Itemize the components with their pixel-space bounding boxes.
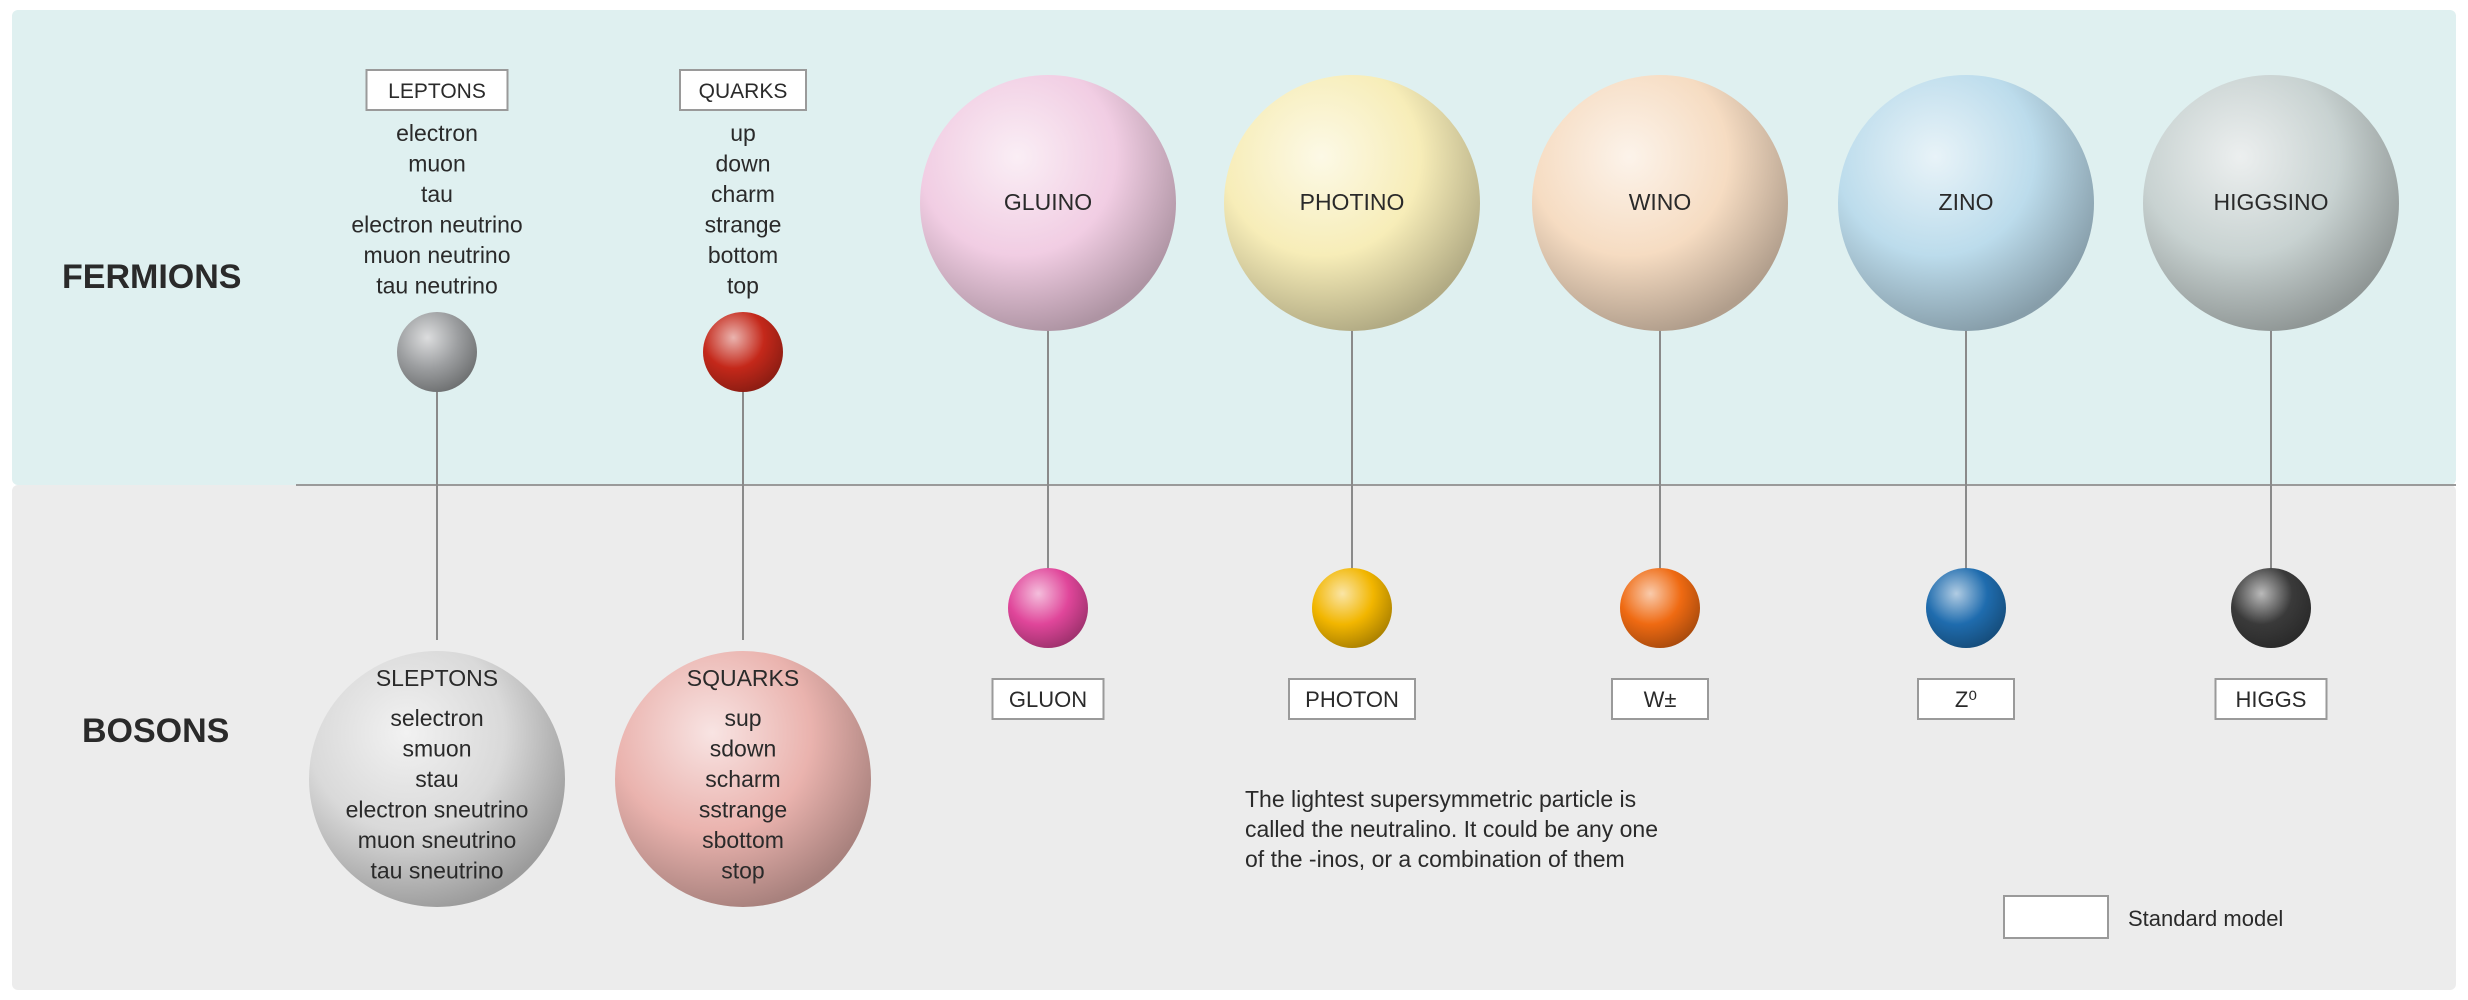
sleptons-members-item: selectron <box>390 705 483 731</box>
leptons-members-item: muon neutrino <box>363 242 510 268</box>
higgsino-sphere <box>2143 75 2399 331</box>
sleptons-title: SLEPTONS <box>376 665 498 691</box>
photino-boson-box <box>1288 678 1416 720</box>
bosons-row-label: BOSONS <box>82 712 229 750</box>
wino-sphere <box>1532 75 1788 331</box>
gluino-boson-label: GLUON <box>1009 687 1087 712</box>
squarks-members-item: sup <box>724 705 761 731</box>
zino-sphere <box>1838 75 2094 331</box>
higgs-sphere <box>2231 568 2311 648</box>
particle-pairs: LEPTONS electron muon tau electron neutrino m… <box>309 69 2399 907</box>
note-line-2: called the neutralino. It could be any o… <box>1245 816 1658 842</box>
squarks-members-item: stop <box>721 858 764 884</box>
gluino-sphere <box>920 75 1176 331</box>
photino-sphere <box>1224 75 1480 331</box>
sleptons-members-item: tau sneutrino <box>371 858 504 884</box>
squarks-members-item: sdown <box>710 736 776 762</box>
squarks-members-item: sbottom <box>702 827 784 853</box>
fermions-row-label: FERMIONS <box>62 258 241 296</box>
leptons-members-item: tau neutrino <box>376 273 497 299</box>
sleptons-members: selectron smuon stau electron sneutrino muon… <box>346 705 529 884</box>
sleptons-sphere <box>309 651 565 907</box>
leptons-title-label: LEPTONS <box>388 80 486 103</box>
gluon-sphere <box>1008 568 1088 648</box>
quarks-members-item: up <box>730 120 756 146</box>
note-line-1: The lightest supersymmetric particle is <box>1245 786 1636 812</box>
legend-standard-model-swatch <box>2003 895 2109 939</box>
quarks-members-item: top <box>727 273 759 299</box>
higgsino-boson-label: HIGGS <box>2236 687 2307 712</box>
legend: Standard model <box>2003 895 2283 939</box>
quarks-sphere <box>703 312 783 392</box>
wino-boson-box <box>1611 678 1709 720</box>
higgsino-boson-box <box>2214 678 2328 720</box>
leptons-members-item: electron <box>396 120 478 146</box>
quarks-members-item: strange <box>705 212 782 238</box>
leptons-members: electron muon tau electron neutrino muon neu… <box>351 120 522 299</box>
squarks-members: sup sdown scharm sstrange sbottom stop <box>699 705 787 884</box>
quarks-members-item: charm <box>711 181 775 207</box>
quarks-members: up down charm strange bottom top <box>705 120 782 299</box>
sleptons-members-item: muon sneutrino <box>358 827 517 853</box>
sleptons-members-item: stau <box>415 766 458 792</box>
leptons-members-item: tau <box>421 181 453 207</box>
higgsino-label: HIGGSINO <box>2213 189 2328 215</box>
zino-boson-box <box>1917 678 2015 720</box>
quarks-title-label: QUARKS <box>699 80 788 103</box>
w-sphere <box>1620 568 1700 648</box>
leptons-sphere <box>397 312 477 392</box>
quarks-members-item: down <box>716 151 771 177</box>
squarks-title: SQUARKS <box>687 665 799 691</box>
photon-sphere <box>1312 568 1392 648</box>
zino-boson-label: Z⁰ <box>1955 687 1977 712</box>
zino-label: ZINO <box>1939 189 1994 215</box>
quarks-title-box <box>679 69 807 111</box>
sleptons-members-item: smuon <box>402 736 471 762</box>
leptons-members-item: electron neutrino <box>351 212 522 238</box>
quarks-members-item: bottom <box>708 242 778 268</box>
gluino-boson-box <box>991 678 1105 720</box>
squarks-members-item: sstrange <box>699 797 787 823</box>
photino-label: PHOTINO <box>1300 189 1405 215</box>
legend-standard-model-label: Standard model <box>2128 906 2283 931</box>
photino-boson-label: PHOTON <box>1305 687 1399 712</box>
wino-boson-label: W± <box>1644 687 1677 712</box>
gluino-label: GLUINO <box>1004 189 1092 215</box>
bosons-panel <box>12 485 2456 990</box>
note-line-3: of the -inos, or a combination of them <box>1245 846 1625 872</box>
wino-label: WINO <box>1629 189 1692 215</box>
neutralino-note: The lightest supersymmetric particle is … <box>1245 786 1664 872</box>
leptons-title-box <box>365 69 509 111</box>
squarks-members-item: scharm <box>705 766 780 792</box>
squarks-sphere <box>615 651 871 907</box>
sleptons-members-item: electron sneutrino <box>346 797 529 823</box>
z-sphere <box>1926 568 2006 648</box>
leptons-members-item: muon <box>408 151 466 177</box>
